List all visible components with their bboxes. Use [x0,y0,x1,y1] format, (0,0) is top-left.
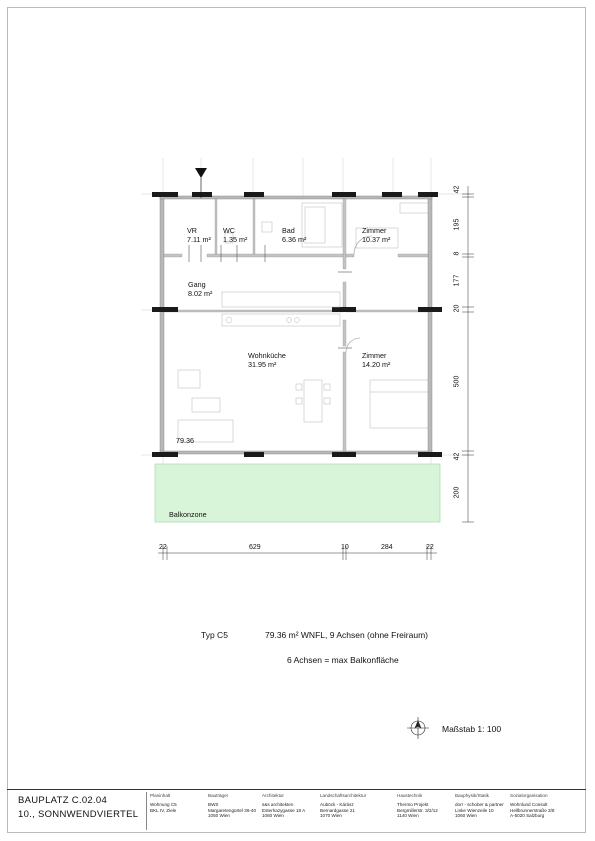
column-heading: Bauphysik/Statik [455,793,489,798]
dim-h-3: 10 [341,544,349,551]
room-area: 1.35 m² [223,234,248,244]
room-area: 31.95 m² [248,359,277,369]
dim-v-1: 42 [453,185,461,194]
dim-v-3: 8 [453,251,461,256]
area-total-label: 79.36 [176,436,194,445]
column-heading: Bauträger [208,793,229,798]
column-line: 1060 Wien [455,813,477,819]
dim-h-5: 22 [426,544,434,551]
room-name: Zimmer [362,351,387,360]
balcony-zone [154,463,441,523]
door-marks [188,235,373,353]
column-line: Auböck - Kárász [320,802,354,807]
column-heading: Sozialorganisation [510,793,548,798]
column-line: 1050 Wien [208,813,230,819]
column-heading: Landschaftsarchitektur [320,793,367,798]
title-block-column: Bauphysik/Statik dorr - schober & partner… [455,793,504,819]
room-name: Gang [188,280,206,289]
room-label-zimmer-1: Zimmer 10.37 m² [362,226,391,244]
dim-h-1: 22 [159,544,167,551]
sheet-border [7,7,586,833]
entrance-arrow-icon [195,168,207,178]
column-line: Bergmillerstr. 3/2/12 [397,807,438,813]
room-area: 8.02 m² [188,288,213,298]
dim-v-4: 177 [453,274,461,287]
room-label-bad: Bad 6.36 m² [282,226,307,244]
room-name: Zimmer [362,226,387,235]
columns [152,192,442,457]
title-block [7,789,586,834]
column-line: Linke Wienzeile 10 [455,807,494,813]
dim-h-2: 629 [249,544,261,551]
apartment-type: Typ C5 [201,630,228,640]
room-area: 14.20 m² [362,359,391,369]
dim-v-8: 200 [453,486,461,499]
column-line: Wohnung C5 [150,802,177,807]
dimension-lines [158,186,474,560]
interior-walls [163,198,429,452]
balcony-note: 6 Achsen = max Balkonfläche [287,655,399,665]
dim-v-5: 20 [453,304,461,313]
column-line: 1060 Wien [262,813,284,819]
room-area: 10.37 m² [362,234,391,244]
column-line: BKL IV, Ziele [150,807,177,813]
column-heading: Haustechnik [397,793,423,798]
project-title: BAUPLATZ C.02.04 [18,795,108,806]
column-line: Wohnlund Consult [510,802,548,807]
room-name: Wohnküche [248,351,286,360]
project-subtitle: 10., SONNWENDVIERTEL [18,809,139,820]
column-heading: Planinhalt [150,793,171,798]
column-line: dorr - schober & partner [455,802,504,807]
room-label-wc: WC 1.35 m² [223,226,248,244]
column-line: Hellbrunnerstraße 3/8 [510,807,555,813]
column-line: s&s architekten [262,802,294,807]
room-label-wohnkueche: Wohnküche 31.95 m² [248,351,286,369]
dim-v-2: 195 [453,218,461,231]
dim-v-6: 500 [453,375,461,388]
scale-label: Maßstab 1: 100 [442,724,502,734]
room-area: 6.36 m² [282,234,307,244]
column-line: Margaretengürtel 36-40 [208,807,257,813]
column-line: 1070 Wien [320,813,342,819]
column-line: 1140 Wien [397,813,419,819]
room-label-zimmer-2: Zimmer 14.20 m² [362,351,391,369]
column-line: A-5020 Salzburg [510,813,545,819]
room-label-gang: Gang 8.02 m² [188,280,213,298]
apartment-summary: 79.36 m² WNFL, 9 Achsen (ohne Freiraum) [265,630,428,640]
title-block-divider [146,792,147,830]
room-name: WC [223,226,235,235]
furniture [177,202,429,443]
room-label-vr: VR 7.11 m² [187,226,211,244]
north-arrow-icon [407,717,429,739]
room-area: 7.11 m² [187,234,211,244]
column-line: Thermo Projekt [397,802,429,807]
balcony-zone-label: Balkonzone [169,510,207,519]
dim-h-4: 284 [381,544,393,551]
room-name: VR [187,226,197,235]
column-line: Bernardgasse 21 [320,807,355,813]
dim-v-7: 42 [453,452,461,461]
room-name: Bad [282,226,295,235]
column-line: BWS [208,802,219,807]
column-heading: Architektur [262,793,284,798]
column-line: Esterhazygasse 18 A [262,807,306,813]
